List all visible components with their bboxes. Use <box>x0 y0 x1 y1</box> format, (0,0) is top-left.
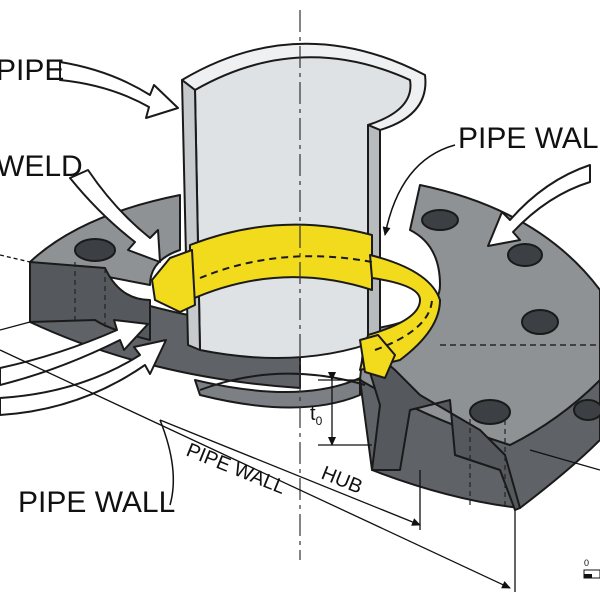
callout-arrow-icon <box>69 169 161 263</box>
callout-arrow-icon <box>487 164 591 247</box>
scale-bar: 0 <box>583 558 600 579</box>
callout-arrows <box>0 61 591 416</box>
callout-arrow-icon <box>0 339 167 416</box>
dimension-line <box>159 419 421 526</box>
label-pipe-wall-dim: PIPE WALL <box>183 439 288 499</box>
hidden-line <box>74 262 106 330</box>
label-t0-base: t <box>310 403 316 425</box>
leader-lines <box>159 144 456 506</box>
label-pipe: PIPE <box>0 54 64 87</box>
label-pipe-wall-top: PIPE WALL <box>458 122 600 155</box>
bolt-hole <box>521 309 559 335</box>
label-weld: WELD <box>0 150 83 183</box>
hidden-line <box>469 410 506 510</box>
weld-bead-left <box>151 249 196 313</box>
weld-dash-line <box>374 299 433 351</box>
hub-inner-rim <box>194 377 361 409</box>
bolt-holes <box>74 209 600 425</box>
weld-band <box>189 223 373 301</box>
label-pipe-wall-bottom: PIPE WALL <box>18 486 175 519</box>
bolt-hole <box>469 399 511 425</box>
leader-arrow-icon <box>159 419 175 506</box>
scale-bar-fill <box>584 574 592 578</box>
flange-section-right <box>359 339 521 511</box>
dimension-line <box>0 254 31 263</box>
bolt-hole <box>421 209 459 231</box>
bolt-hole <box>74 238 116 262</box>
bolt-hole <box>573 399 600 421</box>
weld-dash-line <box>199 255 373 279</box>
bolt-hole <box>507 243 543 267</box>
weld <box>151 223 441 379</box>
weld-root-right <box>359 334 396 379</box>
dimensions <box>0 254 600 592</box>
flange <box>29 184 600 511</box>
dimension-line <box>0 349 511 589</box>
label-t0-sub: 0 <box>316 414 323 428</box>
scale-zero-label: 0 <box>584 558 589 568</box>
leader-arrow-icon <box>382 144 456 236</box>
callout-arrow-icon <box>59 61 179 119</box>
label-t0: t0 <box>310 403 323 428</box>
dimension-line <box>529 449 600 471</box>
dimension-line <box>0 321 31 331</box>
